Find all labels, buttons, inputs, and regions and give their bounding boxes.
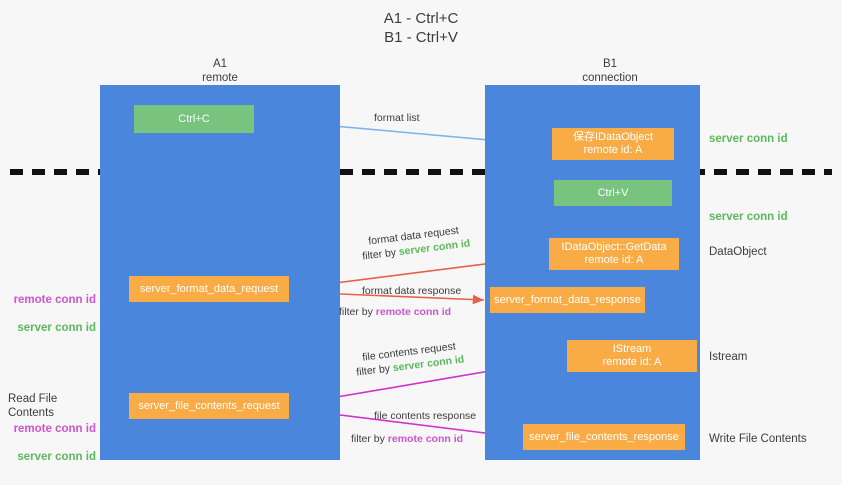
label-server-conn-id-mid: server conn id xyxy=(709,211,788,223)
node-ctrl-v[interactable]: Ctrl+V xyxy=(554,180,672,206)
label-dataobject: DataObject xyxy=(709,246,767,258)
edge-label-format-list: format list xyxy=(374,112,420,124)
filter-remote-conn-id-2: remote conn id xyxy=(387,433,464,445)
node-server-format-data-request[interactable]: server_format_data_request xyxy=(129,276,289,302)
node-server-file-contents-response[interactable]: server_file_contents_response xyxy=(523,424,685,450)
label-conn-ids-format: remote conn id server conn id xyxy=(8,279,96,335)
lane-header-a1: A1 remote xyxy=(202,58,238,84)
filter-remote-conn-id: remote conn id xyxy=(375,306,452,318)
filter-by-text-2: filter by xyxy=(339,306,376,318)
label-remote-conn-id-2: remote conn id xyxy=(13,423,96,435)
node-server-file-contents-request[interactable]: server_file_contents_request xyxy=(129,393,289,419)
label-conn-ids-file: remote conn id server conn id xyxy=(8,408,96,464)
label-istream: Istream xyxy=(709,351,748,363)
label-server-conn-id-2: server conn id xyxy=(17,451,96,463)
node-idataobject[interactable]: 保存IDataObject remote id: A xyxy=(552,128,674,160)
edge-label-format-data-response: format data response xyxy=(362,285,462,297)
edge-label-file-contents-response-filter: filter by remote conn id xyxy=(351,432,463,446)
node-istream[interactable]: IStream remote id: A xyxy=(567,340,697,372)
label-server-conn-id-top: server conn id xyxy=(709,133,788,145)
edge-label-format-data-response-filter: filter by remote conn id xyxy=(339,305,451,319)
label-read-file-contents: Read File Contents xyxy=(8,393,58,419)
node-ctrl-c[interactable]: Ctrl+C xyxy=(134,105,254,133)
lane-header-b1: B1 connection xyxy=(582,58,638,84)
label-server-conn-id: server conn id xyxy=(17,322,96,334)
page-title: A1 - Ctrl+C B1 - Ctrl+V xyxy=(383,10,459,46)
node-server-format-data-response[interactable]: server_format_data_response xyxy=(490,287,645,313)
label-write-file-contents: Write File Contents xyxy=(709,433,807,445)
label-remote-conn-id: remote conn id xyxy=(13,294,96,306)
edge-label-file-contents-response: file contents response xyxy=(374,410,477,422)
filter-by-text-4: filter by xyxy=(351,433,388,445)
node-idataobject-getdata[interactable]: IDataObject::GetData remote id: A xyxy=(549,238,679,270)
